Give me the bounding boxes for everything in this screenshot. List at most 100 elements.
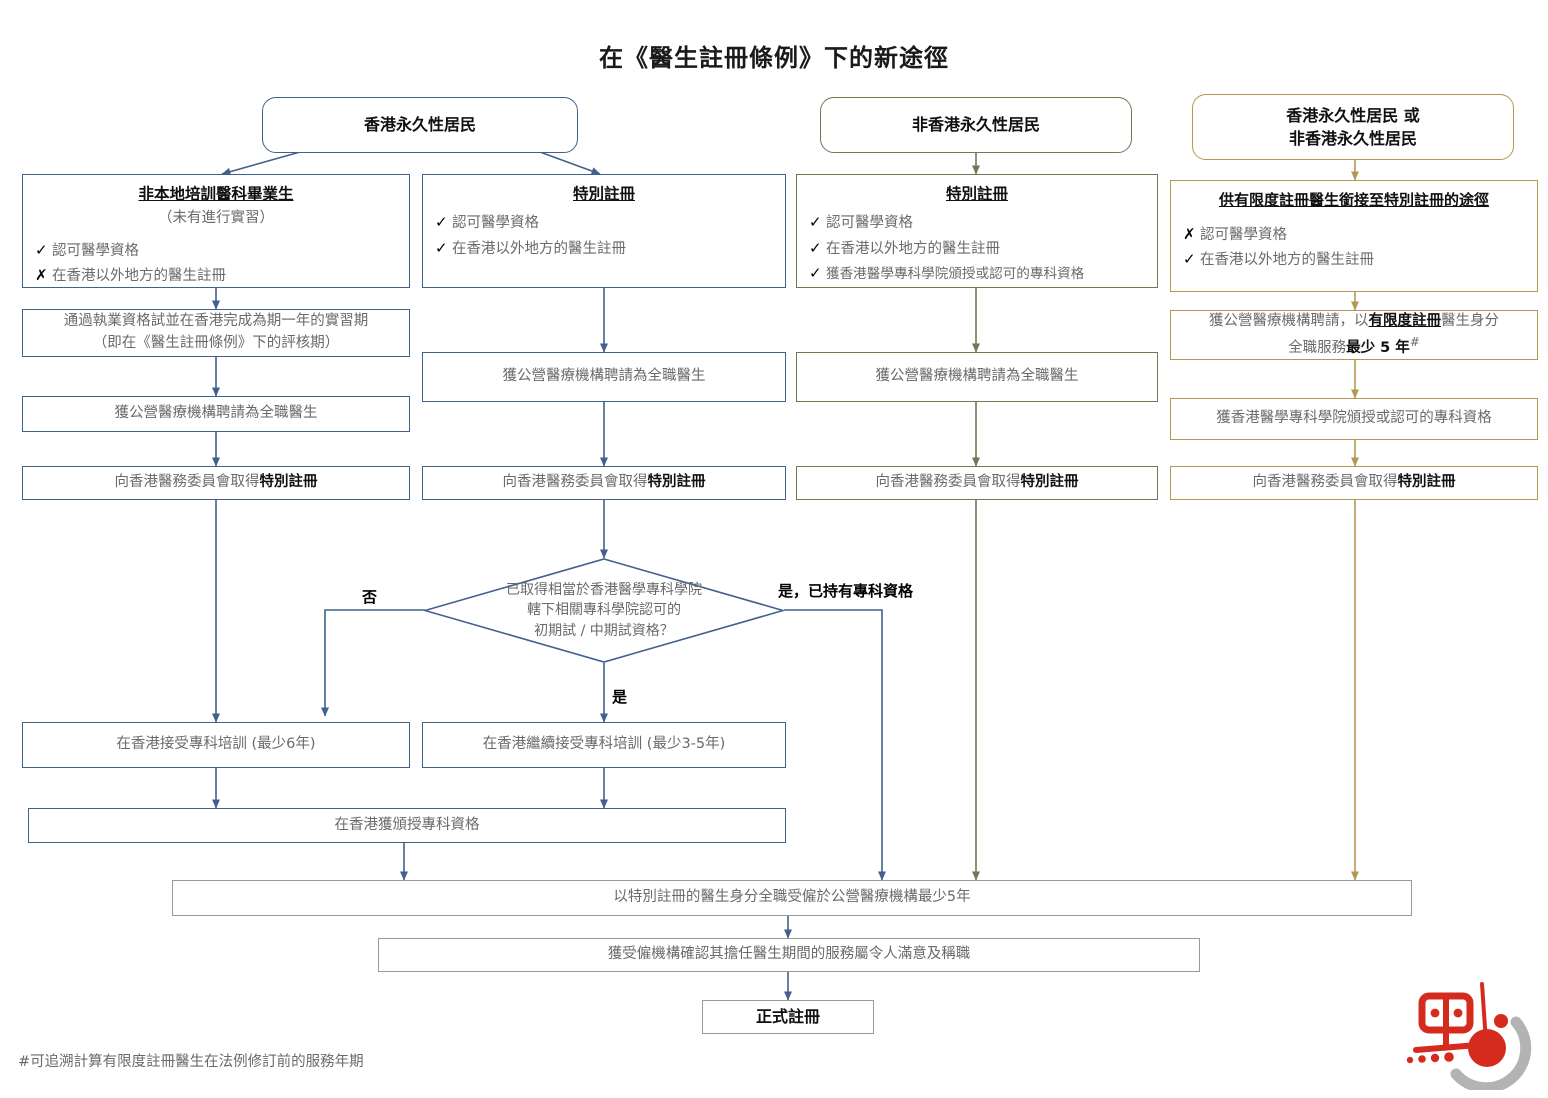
step-prefix: 向香港醫務委員會取得 [1252, 474, 1398, 491]
header-label-line2: 非香港永久性居民 [1288, 129, 1417, 148]
step-line2: 全職服務最少 5 年# [1288, 333, 1420, 360]
criteria-item: ✓在香港以外地方的醫生註冊 [1183, 247, 1525, 272]
check-icon: ✓ [809, 238, 822, 257]
publisher-logo [1398, 978, 1538, 1094]
step-line1: 獲公營醫療機構聘請為全職醫生 [875, 368, 1079, 385]
step-line1: 獲公營醫療機構聘請為全職醫生 [114, 405, 318, 422]
training-text: 在香港繼續接受專科培訓 (最少3-5年) [482, 736, 726, 753]
step-col1-exam: 通過執業資格試並在香港完成為期一年的實習期 （即在《醫生註冊條例》下的評核期） [22, 309, 410, 357]
step-line2-prefix: 全職服務 [1288, 339, 1347, 356]
diamond-shape [424, 558, 784, 663]
step-line1: 獲公營醫療機構聘請為全職醫生 [502, 368, 706, 385]
criteria-title: 非本地培訓醫科畢業生 [138, 185, 294, 203]
criteria-item-text: 在香港以外地方的醫生註冊 [52, 268, 226, 285]
step-col4-special-registration: 向香港醫務委員會取得特別註冊 [1170, 466, 1538, 500]
header-label-line1: 香港永久性居民 或 [1286, 105, 1420, 125]
criteria-item-text: 認可醫學資格 [1200, 226, 1287, 243]
criteria-box-col3-special-registration: 特別註冊 ✓認可醫學資格 ✓在香港以外地方的醫生註冊 ✓獲香港醫學專科學院頒授或… [796, 174, 1158, 288]
criteria-title: 特別註冊 [572, 185, 635, 203]
criteria-item: ✓認可醫學資格 [435, 210, 773, 235]
step-prefix: 向香港醫務委員會取得 [502, 474, 648, 491]
check-icon: ✓ [809, 213, 822, 232]
step-part2: 醫生身分 [1441, 312, 1499, 329]
criteria-item-text: 在香港以外地方的醫生註冊 [452, 240, 626, 257]
header-non-hk-permanent-resident[interactable]: 非香港永久性居民 [820, 97, 1132, 153]
step-line2: （即在《醫生註冊條例》下的評核期） [92, 335, 340, 351]
training-box-6-years: 在香港接受專科培訓 (最少6年) [22, 722, 410, 768]
cross-icon: ✗ [1183, 224, 1196, 243]
criteria-item: ✓獲香港醫學專科學院頒授或認可的專科資格 [809, 261, 1145, 285]
decision-label-no: 否 [362, 588, 378, 606]
box-full-registration: 正式註冊 [702, 1000, 874, 1034]
step-col4-limited-service: 獲公營醫療機構聘請，以有限度註冊醫生身分 全職服務最少 5 年# [1170, 310, 1538, 360]
step-col1-special-registration: 向香港醫務委員會取得特別註冊 [22, 466, 410, 500]
training-box-3-5-years: 在香港繼續接受專科培訓 (最少3-5年) [422, 722, 786, 768]
page-title: 在《醫生註冊條例》下的新途徑 [599, 44, 949, 72]
decision-line1: 已取得相當於香港醫學專科學院 [505, 581, 702, 598]
box-fellowship-awarded-hk: 在香港獲頒授專科資格 [28, 808, 786, 843]
decision-label-yes-specialist: 是，已持有專科資格 [778, 582, 914, 600]
criteria-title: 特別註冊 [945, 185, 1008, 203]
check-icon: ✓ [435, 238, 448, 257]
decision-line2: 轄下相關專科學院認可的 [526, 602, 681, 619]
step-strong: 特別註冊 [1020, 474, 1079, 491]
footnote-text: #可追溯計算有限度註冊醫生在法例修訂前的服務年期 [18, 1054, 364, 1070]
decision-line3: 初期試 / 中期試資格？ [534, 622, 674, 639]
criteria-box-non-local-graduate: 非本地培訓醫科畢業生 （未有進行實習） ✓認可醫學資格 ✗在香港以外地方的醫生註… [22, 174, 410, 288]
criteria-item: ✗認可醫學資格 [1183, 222, 1525, 247]
header-label: 非香港永久性居民 [911, 115, 1040, 134]
criteria-item-text: 認可醫學資格 [826, 215, 913, 232]
box-text: 獲受僱機構確認其擔任醫生期間的服務屬令人滿意及稱職 [607, 946, 971, 963]
step-line1: 獲公營醫療機構聘請，以有限度註冊醫生身分 [1209, 311, 1499, 333]
header-label: 香港永久性居民 [363, 115, 476, 134]
step-col1-employed: 獲公營醫療機構聘請為全職醫生 [22, 396, 410, 432]
criteria-item-text: 在香港以外地方的醫生註冊 [826, 240, 1000, 257]
decision-text: 已取得相當於香港醫學專科學院 轄下相關專科學院認可的 初期試 / 中期試資格？ [467, 579, 741, 641]
criteria-item: ✓在香港以外地方的醫生註冊 [809, 236, 1145, 261]
step-col3-employed: 獲公營醫療機構聘請為全職醫生 [796, 352, 1158, 402]
criteria-item-text: 認可醫學資格 [52, 243, 139, 259]
header-hk-or-non-hk-permanent-resident[interactable]: 香港永久性居民 或 非香港永久性居民 [1192, 94, 1514, 160]
check-icon: ✓ [1183, 249, 1196, 268]
step-prefix: 向香港醫務委員會取得 [875, 474, 1021, 491]
step-col2-employed: 獲公營醫療機構聘請為全職醫生 [422, 352, 786, 402]
criteria-subtitle: （未有進行實習） [158, 210, 274, 227]
cross-icon: ✗ [35, 266, 48, 285]
step-col4-fellowship: 獲香港醫學專科學院頒授或認可的專科資格 [1170, 398, 1538, 440]
decision-intermediate-exam: 已取得相當於香港醫學專科學院 轄下相關專科學院認可的 初期試 / 中期試資格？ [424, 558, 784, 663]
step-col2-special-registration: 向香港醫務委員會取得特別註冊 [422, 466, 786, 500]
box-text: 在香港獲頒授專科資格 [334, 816, 480, 833]
step-col3-special-registration: 向香港醫務委員會取得特別註冊 [796, 466, 1158, 500]
criteria-item-text: 在香港以外地方的醫生註冊 [1200, 251, 1374, 268]
box-text: 正式註冊 [755, 1007, 820, 1026]
check-icon: ✓ [435, 213, 448, 232]
decision-label-yes: 是 [612, 688, 628, 706]
step-line1: 獲香港醫學專科學院頒授或認可的專科資格 [1216, 410, 1492, 427]
criteria-item: ✓認可醫學資格 [809, 210, 1145, 235]
logo-mark [1406, 982, 1532, 1094]
box-employer-confirmation: 獲受僱機構確認其擔任醫生期間的服務屬令人滿意及稱職 [378, 938, 1200, 972]
check-icon: ✓ [35, 241, 48, 259]
step-part1: 獲公營醫療機構聘請，以 [1209, 312, 1369, 329]
training-text: 在香港接受專科培訓 (最少6年) [116, 736, 316, 753]
step-strong: 特別註冊 [1397, 474, 1456, 491]
criteria-item: ✓認可醫學資格 [35, 238, 397, 263]
step-text: 向香港醫務委員會取得特別註冊 [503, 472, 706, 494]
step-strong2: 最少 5 年 [1346, 339, 1410, 356]
criteria-title: 供有限度註冊醫生銜接至特別註冊的途徑 [1218, 191, 1489, 209]
box-full-time-public-5-years: 以特別註冊的醫生身分全職受僱於公營醫療機構最少5年 [172, 880, 1412, 916]
criteria-box-col2-special-registration: 特別註冊 ✓認可醫學資格 ✓在香港以外地方的醫生註冊 [422, 174, 786, 288]
header-hk-permanent-resident[interactable]: 香港永久性居民 [262, 97, 578, 153]
criteria-item: ✗在香港以外地方的醫生註冊 [35, 263, 397, 288]
step-text: 向香港醫務委員會取得特別註冊 [876, 472, 1079, 494]
box-text: 以特別註冊的醫生身分全職受僱於公營醫療機構最少5年 [613, 889, 971, 906]
step-text: 向香港醫務委員會取得特別註冊 [1253, 472, 1456, 494]
check-icon: ✓ [809, 264, 822, 283]
criteria-item-text: 獲香港醫學專科學院頒授或認可的專科資格 [826, 266, 1085, 283]
step-text: 向香港醫務委員會取得特別註冊 [115, 472, 318, 494]
step-line1: 通過執業資格試並在香港完成為期一年的實習期 [63, 313, 369, 330]
step-strong: 特別註冊 [647, 474, 706, 491]
step-prefix: 向香港醫務委員會取得 [114, 474, 260, 491]
